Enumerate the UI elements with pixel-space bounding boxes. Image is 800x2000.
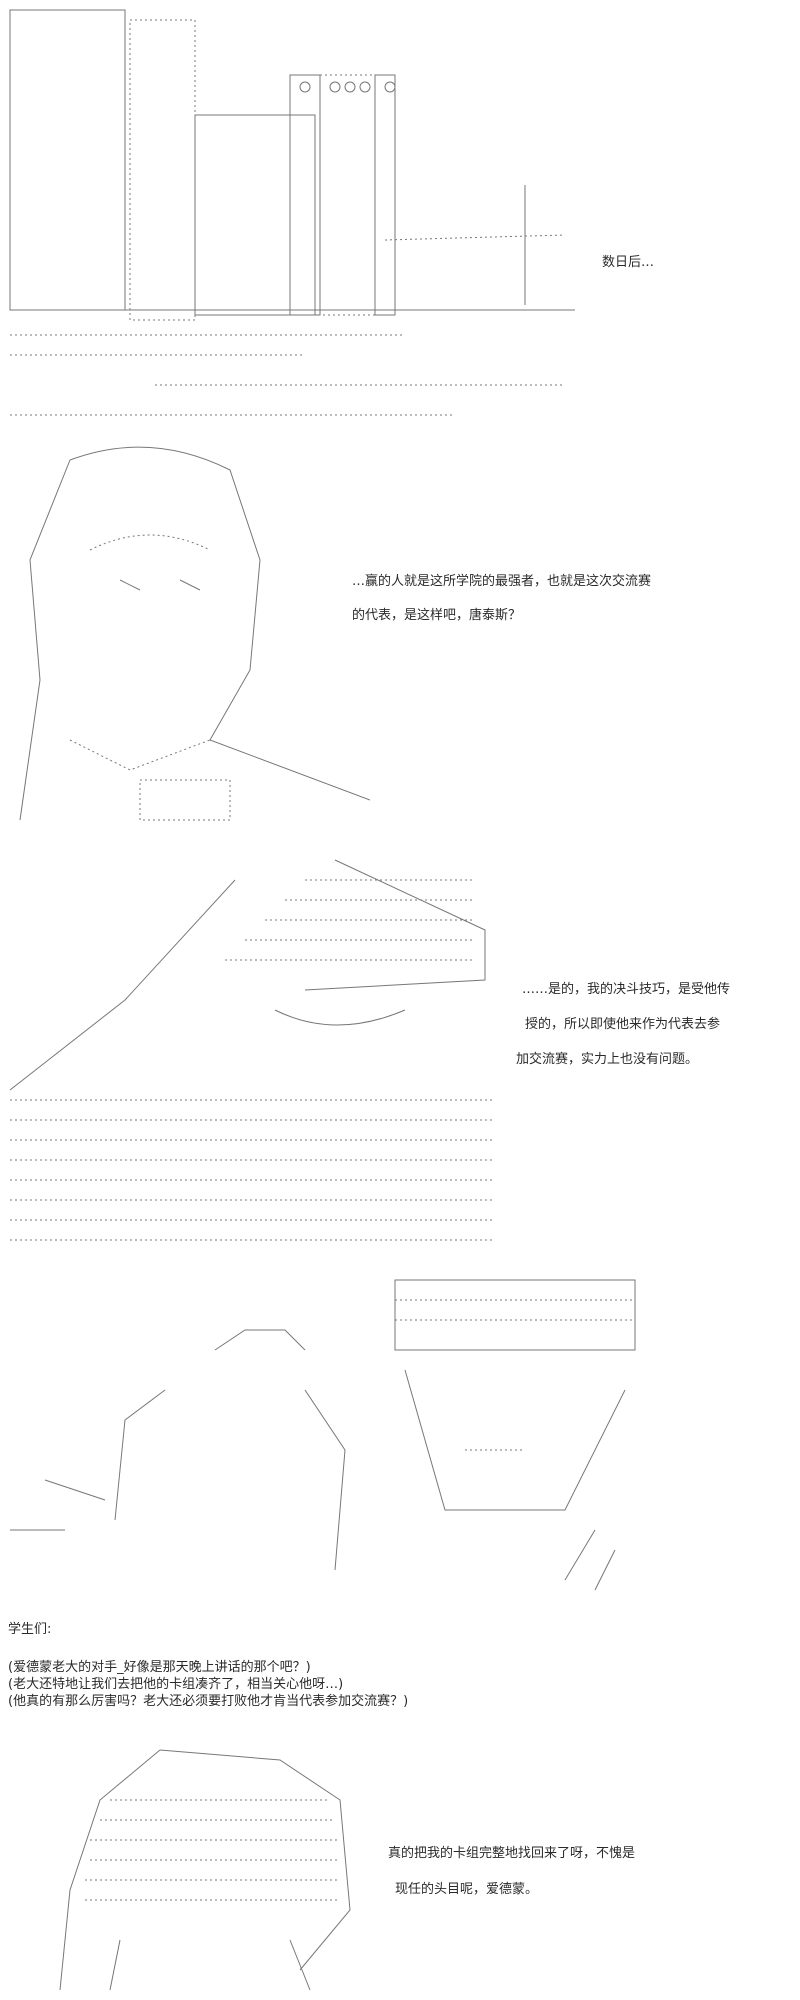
- character-ascii-art: [5, 850, 515, 1260]
- dialogue-line: 现任的头目呢，爱德蒙。: [395, 1882, 539, 1897]
- dialogue-line: (他真的有那么厉害吗？老大还必须要打败他才肯当代表参加交流赛？): [8, 1694, 409, 1709]
- dialogue-line: 真的把我的卡组完整地找回来了呀，不愧是: [388, 1846, 636, 1861]
- character-ascii-art: [40, 1740, 370, 2000]
- city-scene-ascii-art: [5, 5, 585, 425]
- dialogue-line: ……是的，我的决斗技巧，是受他传: [522, 982, 731, 997]
- dialogue-line: (老大还特地让我们去把他的卡组凑齐了，相当关心他呀…): [8, 1677, 344, 1692]
- speaker-label: 学生们:: [8, 1622, 52, 1637]
- students-ascii-art: [5, 1270, 645, 1610]
- dialogue-line: 加交流赛，实力上也没有问题。: [516, 1052, 699, 1067]
- caption-days-later: 数日后…: [602, 255, 655, 270]
- character-ascii-art: [10, 440, 370, 840]
- dialogue-line: (爱德蒙老大的对手_好像是那天晚上讲话的那个吧？): [8, 1660, 311, 1675]
- dialogue-line: 的代表，是这样吧，唐泰斯？: [352, 608, 522, 623]
- dialogue-line: 授的，所以即使他来作为代表去参: [525, 1017, 721, 1032]
- dialogue-line: …赢的人就是这所学院的最强者，也就是这次交流赛: [352, 574, 652, 589]
